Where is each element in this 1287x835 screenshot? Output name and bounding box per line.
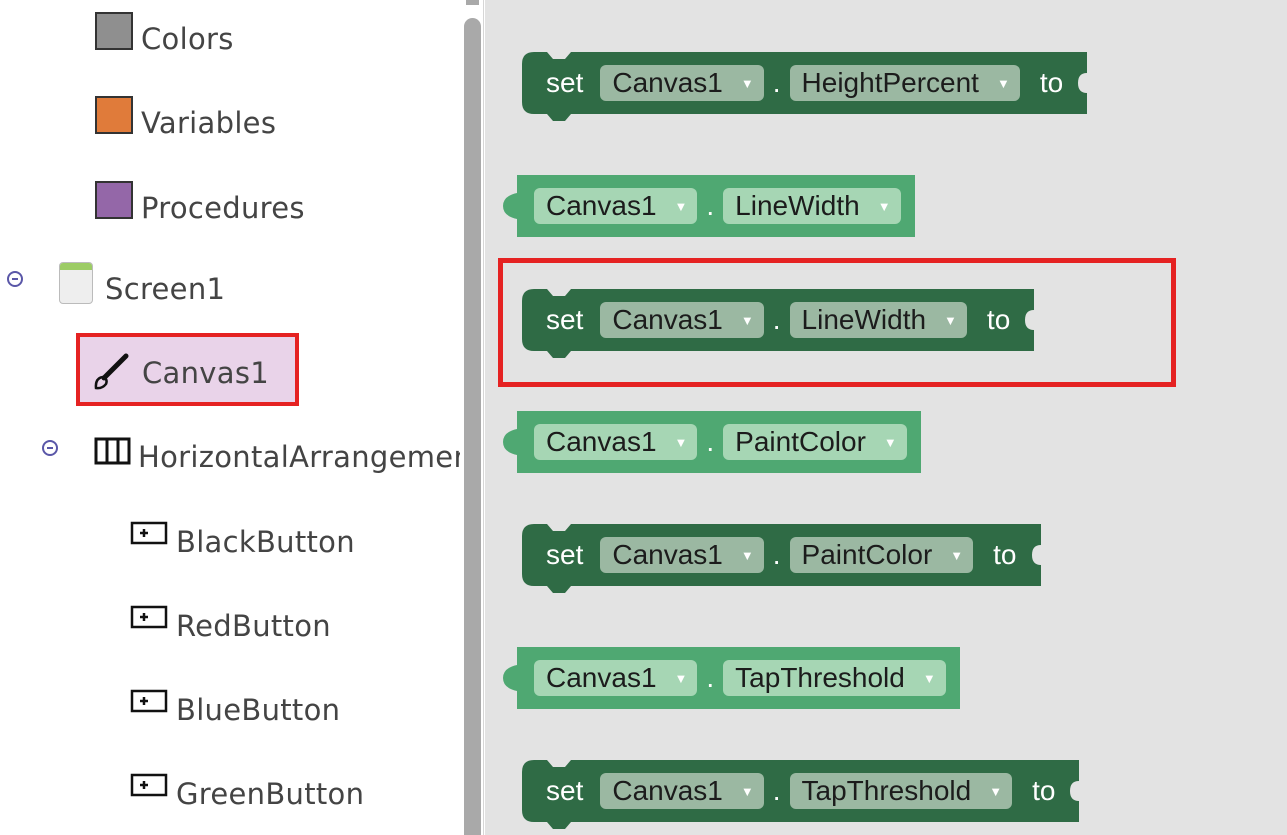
procedures-swatch-icon	[95, 181, 133, 219]
component-dropdown[interactable]: Canvas1▼	[600, 537, 764, 573]
tree-item-label: BlackButton	[176, 525, 355, 559]
component-dropdown[interactable]: Canvas1▼	[534, 660, 698, 696]
dropdown-arrow-icon: ▼	[877, 198, 891, 214]
property-dropdown[interactable]: HeightPercent▼	[789, 65, 1020, 101]
tree-scrollbar-thumb[interactable]	[464, 18, 481, 835]
set-keyword: set	[546, 67, 584, 98]
property-dropdown[interactable]: TapThreshold▼	[789, 773, 1013, 809]
tree-item-black-button[interactable]: BlackButton	[130, 517, 355, 567]
scrollbar-top-thumb[interactable]	[466, 0, 479, 5]
set-keyword: set	[546, 775, 584, 806]
collapse-screen1-icon[interactable]	[7, 271, 23, 287]
property-dropdown[interactable]: LineWidth▼	[789, 302, 967, 338]
component-dropdown[interactable]: Canvas1▼	[534, 424, 698, 460]
horizontal-arrangement-icon	[94, 437, 131, 465]
dot-separator: .	[772, 539, 781, 570]
collapse-arrangement-icon[interactable]	[42, 440, 58, 456]
dot-separator: .	[706, 190, 715, 221]
set-keyword: set	[546, 539, 584, 570]
dot-separator: .	[706, 662, 715, 693]
tree-item-label: HorizontalArrangement1	[138, 440, 460, 474]
tree-item-red-button[interactable]: RedButton	[130, 601, 331, 651]
tree-item-green-button[interactable]: GreenButton	[130, 769, 364, 819]
tree-item-horizontal-arrangement[interactable]: HorizontalArrangement1	[94, 432, 460, 482]
tree-item-blue-button[interactable]: BlueButton	[130, 685, 340, 735]
variables-swatch-icon	[95, 96, 133, 134]
set-keyword: set	[546, 304, 584, 335]
property-dropdown[interactable]: LineWidth▼	[723, 188, 901, 224]
dropdown-arrow-icon: ▼	[883, 434, 897, 450]
tree-item-colors[interactable]: Colors	[95, 12, 234, 64]
dot-separator: .	[772, 775, 781, 806]
dropdown-arrow-icon: ▼	[674, 198, 688, 214]
dropdown-arrow-icon: ▼	[922, 670, 936, 686]
highlight-box	[498, 258, 1176, 387]
tree-item-variables[interactable]: Variables	[95, 96, 277, 148]
button-icon	[130, 773, 168, 797]
property-dropdown[interactable]: PaintColor▼	[723, 424, 907, 460]
dropdown-arrow-icon: ▼	[674, 434, 688, 450]
property-dropdown[interactable]: TapThreshold▼	[723, 660, 946, 696]
dot-separator: .	[706, 426, 715, 457]
tree-item-label: Canvas1	[142, 355, 269, 390]
to-keyword: to	[986, 304, 1011, 335]
to-keyword: to	[1032, 775, 1056, 806]
dropdown-arrow-icon: ▼	[740, 75, 754, 91]
paintbrush-icon	[94, 353, 129, 389]
to-keyword: to	[1039, 67, 1064, 98]
dropdown-arrow-icon: ▼	[740, 783, 754, 799]
tree-item-label: Procedures	[141, 191, 305, 225]
tree-item-label: GreenButton	[176, 777, 365, 811]
component-dropdown[interactable]: Canvas1▼	[600, 65, 764, 101]
dropdown-arrow-icon: ▼	[740, 312, 754, 328]
button-icon	[130, 605, 168, 629]
tree-item-label: Colors	[141, 22, 234, 56]
tree-item-label: Variables	[141, 106, 277, 140]
dot-separator: .	[772, 304, 781, 335]
blocks-workspace[interactable]: set Canvas1▼ . HeightPercent▼ to Canvas1…	[485, 0, 1287, 835]
dropdown-arrow-icon: ▼	[950, 547, 964, 563]
blocks-tree-panel: Colors Variables Procedures Screen1 Canv…	[0, 0, 460, 835]
dropdown-arrow-icon: ▼	[989, 783, 1003, 799]
button-icon	[130, 689, 168, 713]
property-dropdown[interactable]: PaintColor▼	[789, 537, 974, 573]
button-icon	[130, 521, 168, 545]
component-dropdown[interactable]: Canvas1▼	[600, 302, 764, 338]
dropdown-arrow-icon: ▼	[944, 312, 957, 328]
component-dropdown[interactable]: Canvas1▼	[600, 773, 764, 809]
dropdown-arrow-icon: ▼	[996, 75, 1010, 91]
tree-item-label: Screen1	[105, 272, 226, 306]
screen-icon	[59, 262, 93, 304]
tree-item-label: RedButton	[176, 609, 331, 643]
component-dropdown[interactable]: Canvas1▼	[534, 188, 698, 224]
dot-separator: .	[772, 67, 781, 98]
to-keyword: to	[993, 539, 1017, 570]
dropdown-arrow-icon: ▼	[740, 547, 754, 563]
dropdown-arrow-icon: ▼	[674, 670, 688, 686]
tree-item-label: BlueButton	[176, 693, 341, 727]
tree-item-procedures[interactable]: Procedures	[95, 181, 305, 233]
colors-swatch-icon	[95, 12, 133, 50]
tree-item-canvas1[interactable]: Canvas1	[76, 333, 299, 406]
tree-item-screen1[interactable]: Screen1	[59, 262, 226, 314]
